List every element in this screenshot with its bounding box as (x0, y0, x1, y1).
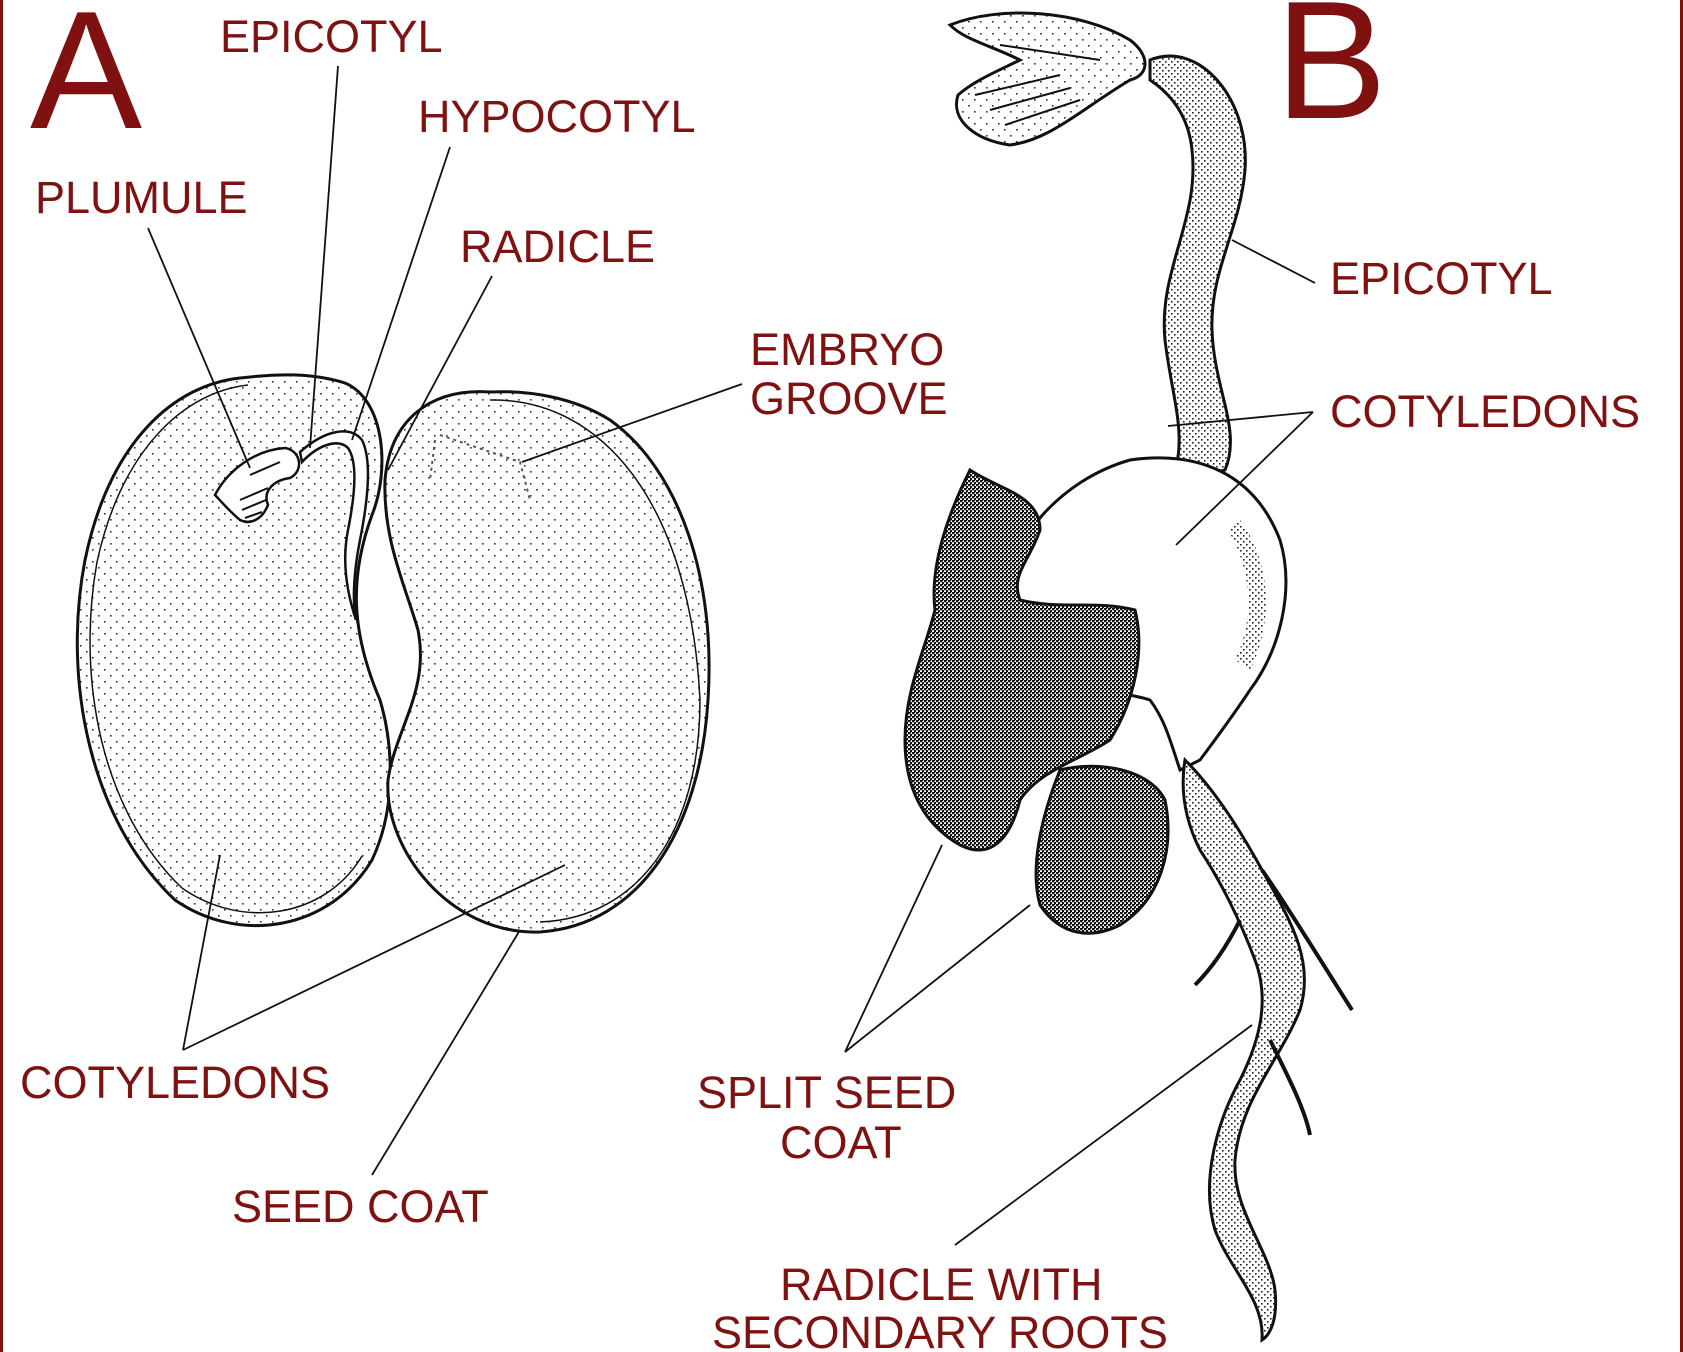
label-epicotyl-a: EPICOTYL (220, 11, 443, 62)
panel-a-seed (77, 375, 709, 932)
secondary-root-2 (1195, 920, 1240, 985)
label-split-seed-coat-2: COAT (780, 1117, 902, 1168)
right-cotyledon (385, 392, 709, 932)
panel-b-seedling (905, 13, 1352, 1340)
label-plumule-a: PLUMULE (35, 172, 248, 223)
label-hypocotyl-a: HYPOCOTYL (418, 91, 696, 142)
leader-radicle-b (955, 1025, 1252, 1245)
leader-epicotyl-b (1232, 240, 1315, 283)
label-epicotyl-b: EPICOTYL (1330, 253, 1553, 304)
leader-hypocotyl-a (352, 147, 450, 440)
label-radicle-b-2: SECONDARY ROOTS (712, 1307, 1168, 1352)
left-cotyledon (77, 375, 390, 926)
label-cotyledons-a: COTYLEDONS (20, 1057, 330, 1108)
label-seed-coat: SEED COAT (232, 1181, 489, 1232)
leader-split-seed-coat-1 (845, 845, 942, 1052)
label-radicle-a: RADICLE (460, 221, 655, 272)
split-seed-coat-lower (1036, 766, 1168, 933)
label-embryo-groove-2: GROOVE (750, 373, 948, 424)
leader-split-seed-coat-2 (845, 905, 1030, 1052)
panel-a-letter: A (30, 0, 142, 164)
panel-b-letter: B (1275, 0, 1387, 154)
label-cotyledons-b: COTYLEDONS (1330, 386, 1640, 437)
secondary-root-3 (1270, 1040, 1310, 1135)
label-split-seed-coat-1: SPLIT SEED (697, 1067, 956, 1118)
primary-leaves (950, 13, 1145, 145)
label-embryo-groove-1: EMBRYO (750, 324, 944, 375)
radicle-root (1183, 760, 1304, 1340)
leader-seed-coat (372, 930, 520, 1175)
label-radicle-b-1: RADICLE WITH (780, 1259, 1103, 1310)
